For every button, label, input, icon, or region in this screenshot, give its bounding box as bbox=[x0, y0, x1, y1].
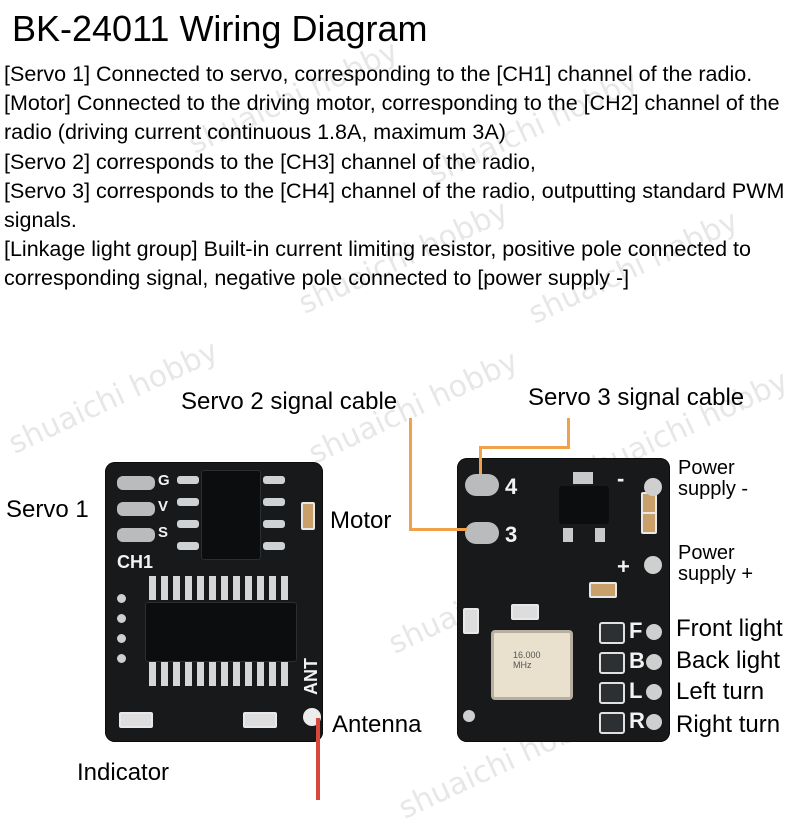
receiver-board-back: 4 3 - + 16.000 MHz F B L R bbox=[457, 458, 670, 742]
silk-b: B bbox=[629, 648, 645, 673]
front-light-point bbox=[646, 624, 662, 640]
crystal-oscillator bbox=[491, 630, 573, 700]
servo3-cable-label: Servo 3 signal cable bbox=[528, 384, 745, 411]
description-light-group: [Linkage light group] Built-in current l… bbox=[4, 237, 751, 291]
smd-component bbox=[641, 512, 657, 534]
chip-pin bbox=[263, 542, 285, 550]
via bbox=[117, 594, 126, 603]
antenna-wire bbox=[316, 718, 320, 800]
motor-resistor bbox=[301, 502, 315, 530]
right-turn-label: Right turn bbox=[676, 711, 781, 738]
description-servo3: [Servo 3] corresponds to the [CH4] chann… bbox=[4, 178, 785, 233]
silk-4: 4 bbox=[505, 474, 518, 499]
servo1-pad-g bbox=[117, 476, 155, 490]
ic-pins-bottom bbox=[149, 662, 291, 686]
silk-f: F bbox=[629, 618, 643, 643]
left-turn-pad bbox=[599, 682, 625, 704]
motor-driver-chip bbox=[201, 470, 261, 560]
voltage-regulator bbox=[559, 486, 609, 524]
left-turn-label: Left turn bbox=[676, 678, 765, 705]
servo2-pad bbox=[465, 522, 499, 544]
silk-s: S bbox=[158, 524, 169, 541]
power-plus-point bbox=[644, 556, 662, 574]
power-minus-label: Power supply - bbox=[678, 457, 749, 500]
antenna-label: Antenna bbox=[332, 711, 422, 738]
servo1-label: Servo 1 bbox=[6, 496, 89, 523]
smd-component bbox=[511, 604, 539, 620]
description-motor: [Motor] Connected to the driving motor, … bbox=[4, 91, 780, 145]
right-turn-pad bbox=[599, 712, 625, 734]
chip-pin bbox=[263, 520, 285, 528]
smd-component bbox=[589, 582, 617, 598]
left-turn-point bbox=[646, 684, 662, 700]
smd-component bbox=[243, 712, 277, 728]
page-title: BK-24011 Wiring Diagram bbox=[12, 8, 428, 49]
regulator-tab bbox=[573, 472, 593, 484]
servo2-cable-label: Servo 2 signal cable bbox=[181, 388, 398, 415]
indicator-label: Indicator bbox=[77, 759, 170, 786]
servo3-pad bbox=[465, 474, 499, 496]
motor-label: Motor bbox=[330, 507, 392, 534]
indicator-led bbox=[119, 712, 153, 728]
description-servo1: [Servo 1] Connected to servo, correspond… bbox=[4, 62, 753, 86]
via bbox=[117, 634, 126, 643]
regulator-pin bbox=[563, 528, 573, 542]
silk-plus: + bbox=[617, 554, 630, 579]
servo2-leader-line bbox=[409, 418, 412, 530]
chip-pin bbox=[177, 520, 199, 528]
chip-pin bbox=[263, 498, 285, 506]
silk-r: R bbox=[629, 708, 645, 733]
silk-v: V bbox=[158, 498, 169, 515]
crystal-text: 16.000 MHz bbox=[513, 650, 541, 670]
power-minus-point bbox=[644, 478, 662, 496]
servo2-leader-line bbox=[409, 528, 467, 531]
description-servo2: [Servo 2] corresponds to the [CH3] chann… bbox=[4, 149, 536, 174]
regulator-pin bbox=[595, 528, 605, 542]
power-plus-label: Power supply + bbox=[678, 542, 754, 585]
silk-g: G bbox=[158, 472, 170, 489]
back-light-label: Back light bbox=[676, 647, 781, 674]
chip-pin bbox=[177, 542, 199, 550]
silk-minus: - bbox=[617, 466, 625, 491]
silk-ch1: CH1 bbox=[117, 552, 154, 572]
silk-3: 3 bbox=[505, 522, 518, 547]
front-light-label: Front light bbox=[676, 615, 783, 642]
ic-pins-top bbox=[149, 576, 291, 600]
chip-pin bbox=[263, 476, 285, 484]
right-turn-point bbox=[646, 714, 662, 730]
chip-pin bbox=[177, 476, 199, 484]
servo1-pad-s bbox=[117, 528, 155, 542]
description-text: [Servo 1] Connected to servo, correspond… bbox=[4, 60, 796, 294]
back-light-point bbox=[646, 654, 662, 670]
front-light-pad bbox=[599, 622, 625, 644]
receiver-ic bbox=[145, 602, 297, 662]
mounting-hole bbox=[463, 710, 475, 722]
servo3-leader-line bbox=[567, 418, 570, 448]
servo3-leader-line bbox=[479, 446, 570, 449]
via bbox=[117, 614, 126, 623]
chip-pin bbox=[177, 498, 199, 506]
servo3-leader-line bbox=[479, 446, 482, 474]
via bbox=[117, 654, 126, 663]
silk-l: L bbox=[629, 678, 643, 703]
servo1-pad-v bbox=[117, 502, 155, 516]
receiver-board-front: G V S CH1 ANT bbox=[105, 462, 323, 742]
smd-component bbox=[463, 608, 479, 634]
back-light-pad bbox=[599, 652, 625, 674]
silk-ant: ANT bbox=[301, 658, 321, 695]
